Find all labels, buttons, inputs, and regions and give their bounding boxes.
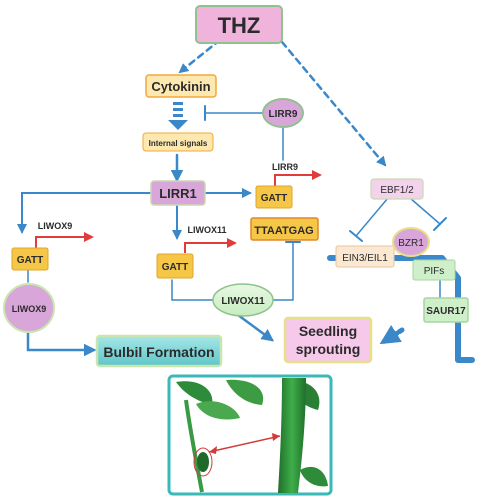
connectors (17, 38, 475, 363)
saur17-label: SAUR17 (426, 306, 466, 317)
cytokinin-box (145, 74, 217, 98)
ebf-inhibit-ein3-bar (349, 230, 363, 242)
thz-box (195, 5, 283, 44)
liwox11-gene-label: LIWOX11 (187, 225, 226, 235)
cytokinin-to-internal-arrow (168, 102, 188, 130)
promoter-lirr9 (274, 170, 322, 186)
cytokinin-label: Cytokinin (151, 79, 210, 94)
gatt-mid-to-liwox11-line (171, 279, 214, 301)
pifs-box (412, 259, 456, 281)
internal-signals-box (142, 132, 214, 152)
bulbil-formation-label: Bulbil Formation (103, 344, 214, 360)
gatt-mid-box (156, 253, 194, 279)
internal-signals-label: Internal signals (149, 139, 208, 148)
lirr9-top-label: LIRR9 (269, 109, 298, 120)
liwox11-to-seedling-arrow (236, 313, 275, 342)
thz-to-ebf-arrow (280, 40, 387, 167)
promoter-liwox9 (35, 232, 94, 248)
liwox9-to-bulbil-arrow (26, 328, 97, 357)
ebf-inhibit-bzr1-bar (433, 217, 447, 231)
lirr1-box (150, 180, 206, 206)
ein3-eil1-box (335, 245, 395, 268)
liwox11-ellipse (212, 283, 274, 317)
liwox11-protein-label: LIWOX11 (221, 296, 265, 307)
ttaatgag-label: TTAATGAG (254, 225, 313, 237)
bzr1-ellipse (392, 227, 430, 257)
ebf-inhibit-bzr1-line (409, 197, 441, 225)
thz-label: THZ (218, 13, 261, 38)
gatt-left-label: GATT (17, 255, 43, 266)
liwox9-gene-label: LIWOX9 (38, 221, 73, 231)
liwox11-inhibit-line (271, 241, 294, 301)
bzr1-label: BZR1 (398, 238, 424, 249)
ebf-inhibit-ein3-line (355, 197, 389, 237)
lirr1-label: LIRR1 (159, 186, 197, 201)
ebf12-box (370, 178, 424, 200)
saur17-to-seedling-arrow (379, 325, 405, 345)
saur17-box (423, 297, 469, 323)
lirr1-to-gatt-left-arrow (17, 192, 151, 234)
promoter-arrows (35, 170, 322, 253)
gatt-mid-label: GATT (162, 262, 188, 273)
gatt-lirr9-label: GATT (261, 193, 287, 204)
gatt-left-box (11, 247, 49, 271)
liwox9-protein-label: LIWOX9 (12, 304, 47, 314)
pifs-label: PIFs (424, 266, 445, 277)
seedling-sprouting-box (283, 316, 373, 364)
ttaatgag-box (250, 217, 319, 241)
thz-to-cytokinin-arrow (178, 38, 222, 74)
plant-photo (167, 374, 333, 496)
bulbil-formation-box (95, 334, 223, 368)
ethylene-br-bracket (327, 255, 475, 363)
seedling-sprouting-line1: Seedling (299, 323, 357, 339)
promoter-liwox11 (184, 238, 237, 253)
lirr9-gene-label: LIRR9 (272, 162, 298, 172)
lirr9-ellipse (262, 98, 304, 128)
seedling-sprouting-line2: sprouting (296, 341, 361, 357)
gatt-lirr9-box (255, 185, 293, 209)
ebf12-label: EBF1/2 (380, 185, 414, 196)
ein3-eil1-label: EIN3/EIL1 (342, 253, 388, 264)
liwox9-ellipse (3, 283, 55, 333)
